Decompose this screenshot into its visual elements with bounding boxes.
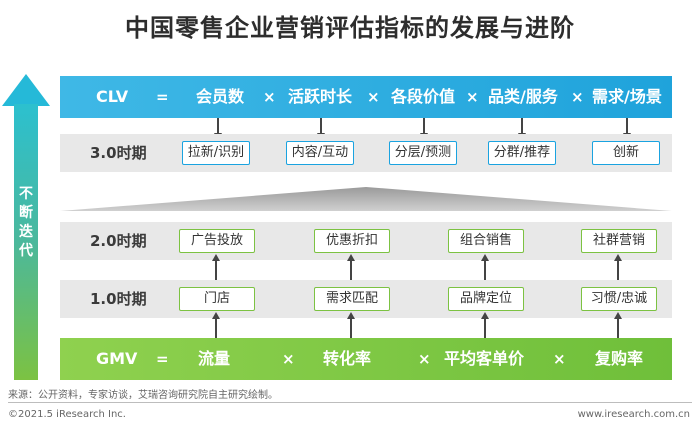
stage-2-box: 优惠折扣 — [314, 229, 390, 253]
stage-2-box: 组合销售 — [448, 229, 524, 253]
iteration-char: 不 — [19, 186, 33, 202]
equals-sign: = — [156, 350, 169, 368]
connector-line — [350, 260, 352, 286]
stage-3-row: 3.0时期 拉新/识别 内容/互动 分层/预测 分群/推荐 创新 — [60, 134, 672, 172]
clv-factor-scenario: 需求/场景 — [592, 87, 662, 106]
gmv-factor-repurchase: 复购率 — [595, 349, 644, 368]
times-sign: × — [282, 350, 295, 368]
clv-factor-members: 会员数 — [196, 87, 245, 106]
arrow-up-icon — [347, 254, 355, 261]
connector-line — [350, 318, 352, 338]
stage-1-label: 1.0时期 — [90, 290, 147, 308]
clv-formula-band: CLV = 会员数 × 活跃时长 × 各段价值 × 品类/服务 × 需求/场景 — [60, 76, 672, 118]
times-sign: × — [367, 88, 380, 106]
arrow-up-icon — [212, 254, 220, 261]
stage-3-box: 内容/互动 — [286, 141, 354, 165]
connector-line — [423, 118, 425, 134]
stage-2-box: 广告投放 — [179, 229, 255, 253]
connector-line — [320, 118, 322, 134]
page-title: 中国零售企业营销评估指标的发展与进阶 — [125, 14, 575, 42]
stage-3-box: 分层/预测 — [389, 141, 457, 165]
equals-sign: = — [156, 88, 169, 106]
stage-1-box: 品牌定位 — [448, 287, 524, 311]
gmv-label: GMV — [96, 349, 138, 368]
footer-divider — [8, 402, 692, 403]
connector-line — [217, 118, 219, 134]
connector-line — [521, 118, 523, 134]
arrow-up-icon — [481, 312, 489, 319]
copyright-text: ©2021.5 iResearch Inc. — [8, 409, 126, 420]
clv-factor-segment-value: 各段价值 — [391, 87, 456, 106]
stage-divider — [60, 187, 672, 211]
up-arrow-icon — [2, 74, 50, 106]
arrow-up-icon — [481, 254, 489, 261]
connector-line — [484, 318, 486, 338]
stage-1-box: 门店 — [179, 287, 255, 311]
iteration-arrow — [14, 104, 38, 380]
stage-3-box: 拉新/识别 — [182, 141, 250, 165]
iteration-char: 代 — [19, 243, 33, 259]
connector-line — [215, 260, 217, 286]
iteration-char: 断 — [19, 205, 33, 221]
stage-1-row: 1.0时期 门店 需求匹配 品牌定位 习惯/忠诚 — [60, 280, 672, 318]
arrow-up-icon — [212, 312, 220, 319]
times-sign: × — [571, 88, 584, 106]
arrow-up-icon — [347, 312, 355, 319]
stage-3-box: 创新 — [592, 141, 660, 165]
clv-factor-active-time: 活跃时长 — [288, 87, 353, 106]
website-text: www.iresearch.com.cn — [577, 409, 690, 420]
stage-3-label: 3.0时期 — [90, 144, 147, 162]
arrow-up-icon — [614, 312, 622, 319]
connector-line — [626, 118, 628, 134]
gmv-factor-traffic: 流量 — [198, 349, 231, 368]
stage-1-box: 习惯/忠诚 — [581, 287, 657, 311]
stage-2-box: 社群营销 — [581, 229, 657, 253]
times-sign: × — [263, 88, 276, 106]
gmv-formula-band: GMV = 流量 × 转化率 × 平均客单价 × 复购率 — [60, 338, 672, 380]
clv-label: CLV — [96, 87, 129, 106]
arrow-up-icon — [614, 254, 622, 261]
connector-line — [617, 260, 619, 286]
connector-line — [617, 318, 619, 338]
stage-2-label: 2.0时期 — [90, 232, 147, 250]
times-sign: × — [466, 88, 479, 106]
iteration-char: 迭 — [19, 224, 33, 240]
stage-3-box: 分群/推荐 — [488, 141, 556, 165]
stage-1-box: 需求匹配 — [314, 287, 390, 311]
clv-factor-category: 品类/服务 — [488, 87, 558, 106]
times-sign: × — [553, 350, 566, 368]
source-note: 来源：公开资料，专家访谈，艾瑞咨询研究院自主研究绘制。 — [8, 390, 278, 401]
gmv-factor-conversion: 转化率 — [323, 349, 372, 368]
iteration-label: 不 断 迭 代 — [14, 185, 38, 261]
connector-line — [215, 318, 217, 338]
connector-line — [484, 260, 486, 286]
stage-2-row: 2.0时期 广告投放 优惠折扣 组合销售 社群营销 — [60, 222, 672, 260]
times-sign: × — [418, 350, 431, 368]
gmv-factor-aov: 平均客单价 — [444, 349, 525, 368]
